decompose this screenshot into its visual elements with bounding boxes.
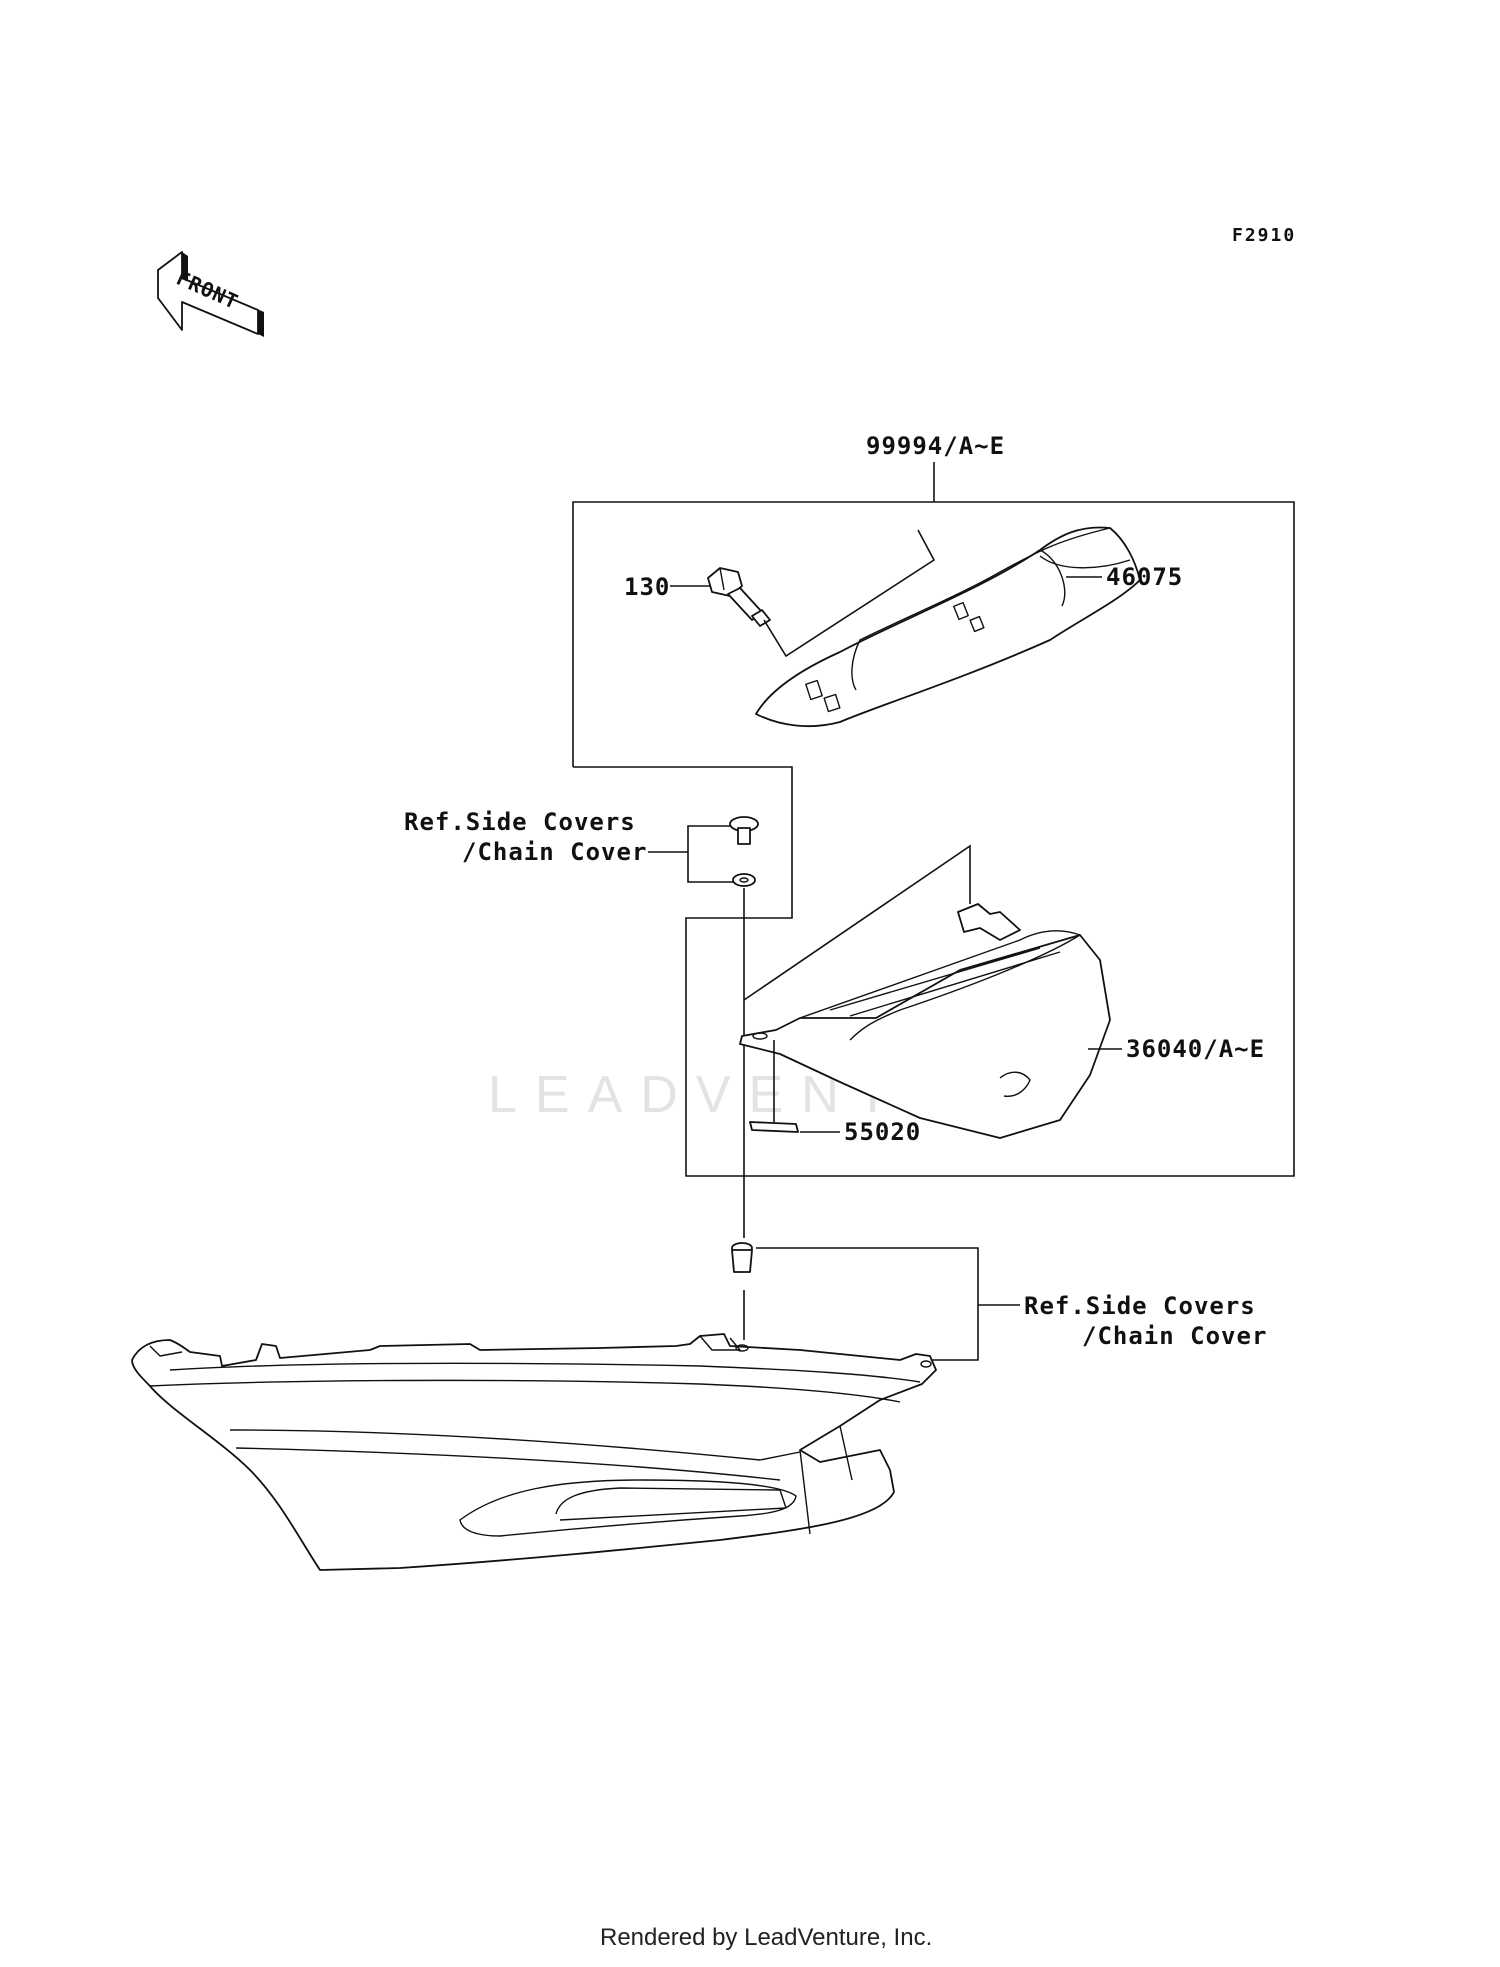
bolt-130 (707, 567, 771, 627)
grommet-lower (731, 1242, 753, 1273)
side-cover-36040 (739, 903, 1111, 1139)
callout-side-cover: 36040/A~E (1126, 1035, 1265, 1063)
side-cover-panel (131, 1333, 937, 1571)
kit-bracket (572, 501, 1295, 1177)
figure-code: F2910 (1232, 225, 1296, 246)
bracket-ref-lower (756, 1247, 979, 1361)
callout-bolt: 130 (624, 573, 670, 601)
grab-rail-46075 (755, 526, 1141, 727)
screw-upper (729, 816, 759, 845)
callout-ref-lower-line2: /Chain Cover (1082, 1322, 1267, 1350)
pad-55020 (749, 1121, 799, 1133)
cover-guide-upper (743, 844, 971, 1001)
callout-grab-rail: 46075 (1106, 563, 1183, 591)
callout-pad: 55020 (844, 1118, 921, 1146)
bolt-guide-line (763, 529, 936, 658)
footer-credit: Rendered by LeadVenture, Inc. (600, 1924, 932, 1951)
callout-ref-upper-line2: /Chain Cover (462, 838, 647, 866)
washer-upper (732, 873, 756, 887)
bracket-ref-upper (687, 825, 738, 883)
callout-kit: 99994/A~E (866, 432, 1005, 460)
callout-ref-upper-line1: Ref.Side Covers (404, 808, 636, 836)
callout-ref-lower-line1: Ref.Side Covers (1024, 1292, 1256, 1320)
front-arrow-icon: FRONT (157, 251, 264, 337)
